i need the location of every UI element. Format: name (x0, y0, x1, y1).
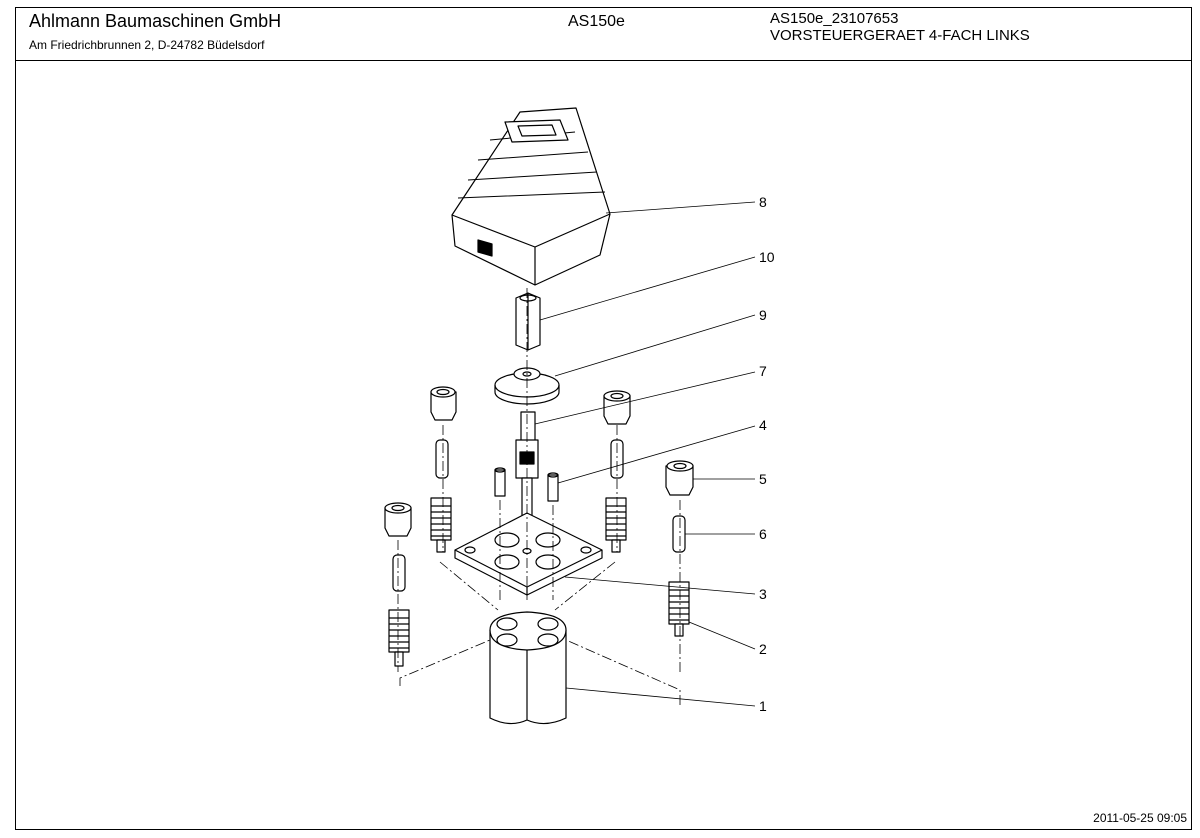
part-6-pins (392, 439, 686, 592)
company-name: Ahlmann Baumaschinen GmbH (29, 11, 282, 31)
title-block: Ahlmann Baumaschinen GmbH Am Friedrichbr… (16, 8, 1191, 61)
assembly-centerlines (397, 288, 681, 705)
callout-2: 2 (759, 641, 767, 657)
part-number: AS150e_23107653 (770, 10, 899, 27)
callout-1: 1 (759, 698, 767, 714)
part-3-plate (454, 512, 603, 596)
company-address: Am Friedrichbrunnen 2, D-24782 Büdelsdor… (29, 38, 265, 52)
part-4-screws (494, 467, 559, 502)
part-1-housing (489, 611, 567, 725)
callout-5: 5 (759, 471, 767, 487)
callout-leaders (534, 201, 756, 707)
callout-9: 9 (759, 307, 767, 323)
drawing-frame: Ahlmann Baumaschinen GmbH Am Friedrichbr… (15, 7, 1192, 830)
callout-8: 8 (759, 194, 767, 210)
part-5-seal-caps (384, 386, 694, 537)
callout-7: 7 (759, 363, 767, 379)
callout-10: 10 (759, 249, 775, 265)
print-timestamp: 2011-05-25 09:05 (1093, 811, 1187, 825)
callout-6: 6 (759, 526, 767, 542)
callout-numbers: 8 10 9 7 4 5 6 3 2 1 (759, 194, 775, 714)
callout-4: 4 (759, 417, 767, 433)
part-2-spring-cartridges (388, 497, 690, 667)
callout-3: 3 (759, 586, 767, 602)
part-description: VORSTEUERGERAET 4-FACH LINKS (770, 27, 1030, 44)
part-8-rubber-boot (451, 107, 611, 286)
machine-model: AS150e (568, 13, 625, 30)
part-10-hex-nut (515, 292, 541, 351)
